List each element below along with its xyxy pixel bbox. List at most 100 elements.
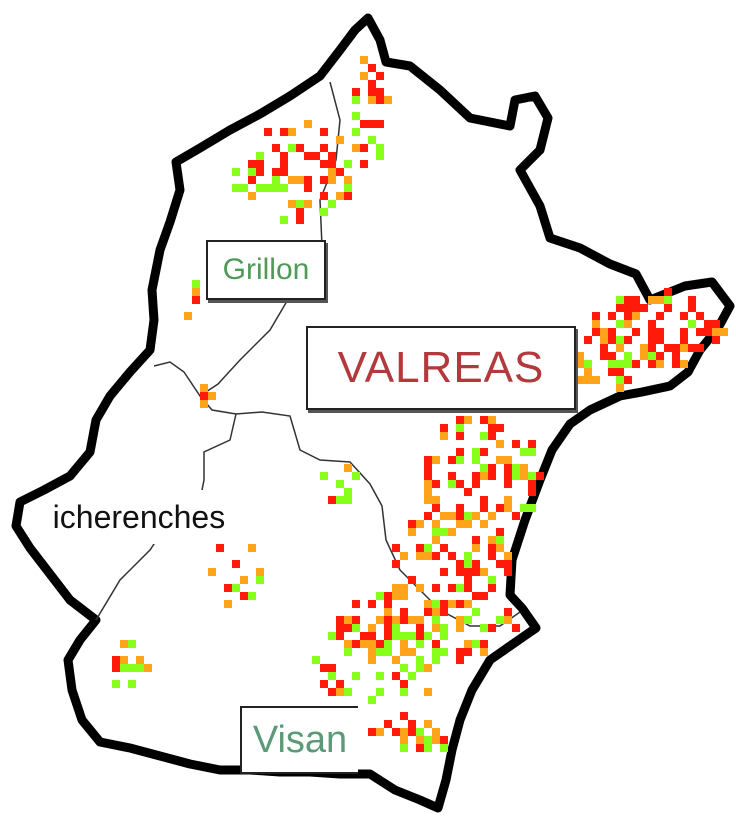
- vineyard-cell: [584, 376, 592, 384]
- vineyard-cell: [680, 344, 688, 352]
- vineyard-cell: [504, 552, 512, 560]
- vineyard-cell: [344, 184, 352, 192]
- vineyard-cell: [416, 728, 424, 736]
- vineyard-cell: [280, 152, 288, 160]
- vineyard-cell: [392, 544, 400, 552]
- vineyard-cell: [656, 328, 664, 336]
- vineyard-cell: [488, 544, 496, 552]
- vineyard-cell: [312, 656, 320, 664]
- vineyard-cell: [400, 664, 408, 672]
- vineyard-cell: [488, 472, 496, 480]
- vineyard-cell: [408, 576, 416, 584]
- commune-label-richerenches: richerenches: [54, 490, 286, 544]
- vineyard-cell: [656, 296, 664, 304]
- vineyard-cell: [464, 640, 472, 648]
- vineyard-cell: [480, 504, 488, 512]
- vineyard-cell: [384, 720, 392, 728]
- vineyard-cell: [456, 456, 464, 464]
- vineyard-cell: [376, 144, 384, 152]
- vineyard-cell: [432, 648, 440, 656]
- vineyard-cell: [648, 360, 656, 368]
- vineyard-pixel-layer: [112, 56, 728, 752]
- vineyard-cell: [608, 336, 616, 344]
- vineyard-cell: [392, 584, 400, 592]
- vineyard-cell: [432, 520, 440, 528]
- vineyard-cell: [248, 544, 256, 552]
- vineyard-cell: [496, 424, 504, 432]
- vineyard-cell: [480, 568, 488, 576]
- vineyard-cell: [208, 568, 216, 576]
- vineyard-cell: [440, 432, 448, 440]
- vineyard-cell: [352, 624, 360, 632]
- vineyard-cell: [128, 664, 136, 672]
- vineyard-cell: [608, 328, 616, 336]
- vineyard-cell: [600, 344, 608, 352]
- commune-label-grillon: Grillon: [206, 240, 326, 300]
- vineyard-cell: [264, 184, 272, 192]
- vineyard-cell: [408, 672, 416, 680]
- vineyard-cell: [112, 656, 120, 664]
- vineyard-cell: [664, 304, 672, 312]
- vineyard-cell: [408, 632, 416, 640]
- vineyard-cell: [376, 120, 384, 128]
- vineyard-cell: [584, 336, 592, 344]
- vineyard-cell: [432, 728, 440, 736]
- vineyard-cell: [392, 592, 400, 600]
- vineyard-cell: [448, 528, 456, 536]
- vineyard-cell: [432, 456, 440, 464]
- vineyard-cell: [672, 344, 680, 352]
- vineyard-cell: [256, 568, 264, 576]
- vineyard-cell: [480, 496, 488, 504]
- vineyard-cell: [424, 472, 432, 480]
- vineyard-cell: [504, 464, 512, 472]
- vineyard-cell: [304, 176, 312, 184]
- vineyard-cell: [336, 192, 344, 200]
- vineyard-cell: [320, 144, 328, 152]
- vineyard-cell: [512, 512, 520, 520]
- vineyard-cell: [360, 160, 368, 168]
- vineyard-cell: [432, 608, 440, 616]
- vineyard-cell: [264, 128, 272, 136]
- vineyard-cell: [600, 336, 608, 344]
- vineyard-cell: [456, 560, 464, 568]
- vineyard-cell: [328, 200, 336, 208]
- vineyard-cell: [280, 216, 288, 224]
- vineyard-cell: [200, 384, 208, 392]
- vineyard-cell: [336, 624, 344, 632]
- vineyard-cell: [352, 672, 360, 680]
- vineyard-cell: [624, 336, 632, 344]
- vineyard-cell: [432, 536, 440, 544]
- vineyard-cell: [416, 520, 424, 528]
- vineyard-cell: [712, 320, 720, 328]
- vineyard-cell: [672, 352, 680, 360]
- vineyard-cell: [304, 200, 312, 208]
- vineyard-cell: [416, 624, 424, 632]
- vineyard-cell: [496, 528, 504, 536]
- vineyard-cell: [616, 296, 624, 304]
- vineyard-cell: [464, 584, 472, 592]
- vineyard-cell: [456, 616, 464, 624]
- vineyard-cell: [400, 712, 408, 720]
- vineyard-cell: [432, 504, 440, 512]
- vineyard-cell: [456, 432, 464, 440]
- vineyard-cell: [376, 88, 384, 96]
- vineyard-cell: [384, 640, 392, 648]
- vineyard-cell: [384, 632, 392, 640]
- vineyard-cell: [520, 504, 528, 512]
- vineyard-cell: [496, 456, 504, 464]
- vineyard-cell: [616, 368, 624, 376]
- vineyard-cell: [112, 664, 120, 672]
- vineyard-cell: [320, 680, 328, 688]
- vineyard-cell: [296, 216, 304, 224]
- commune-line: [199, 395, 521, 627]
- vineyard-cell: [248, 160, 256, 168]
- vineyard-cell: [440, 424, 448, 432]
- vineyard-cell: [472, 568, 480, 576]
- vineyard-cell: [416, 544, 424, 552]
- vineyard-cell: [656, 352, 664, 360]
- vineyard-cell: [112, 680, 120, 688]
- vineyard-cell: [680, 312, 688, 320]
- vineyard-cell: [328, 672, 336, 680]
- vineyard-cell: [512, 440, 520, 448]
